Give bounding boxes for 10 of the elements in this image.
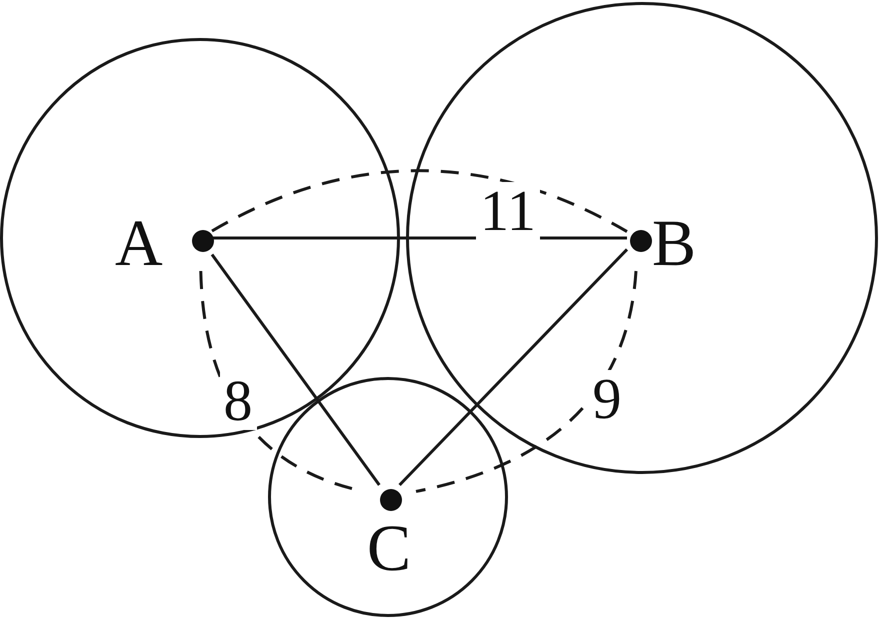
edge-label: 11 xyxy=(476,182,540,240)
point-label: A xyxy=(115,211,163,277)
circle xyxy=(268,377,508,617)
line-segment xyxy=(398,248,628,486)
point-label: B xyxy=(652,211,696,277)
dashed-arc xyxy=(211,169,628,233)
dashed-arc xyxy=(416,270,638,493)
edge-label: 8 xyxy=(220,372,256,430)
line-segment xyxy=(210,254,380,486)
point-label: C xyxy=(367,516,412,582)
